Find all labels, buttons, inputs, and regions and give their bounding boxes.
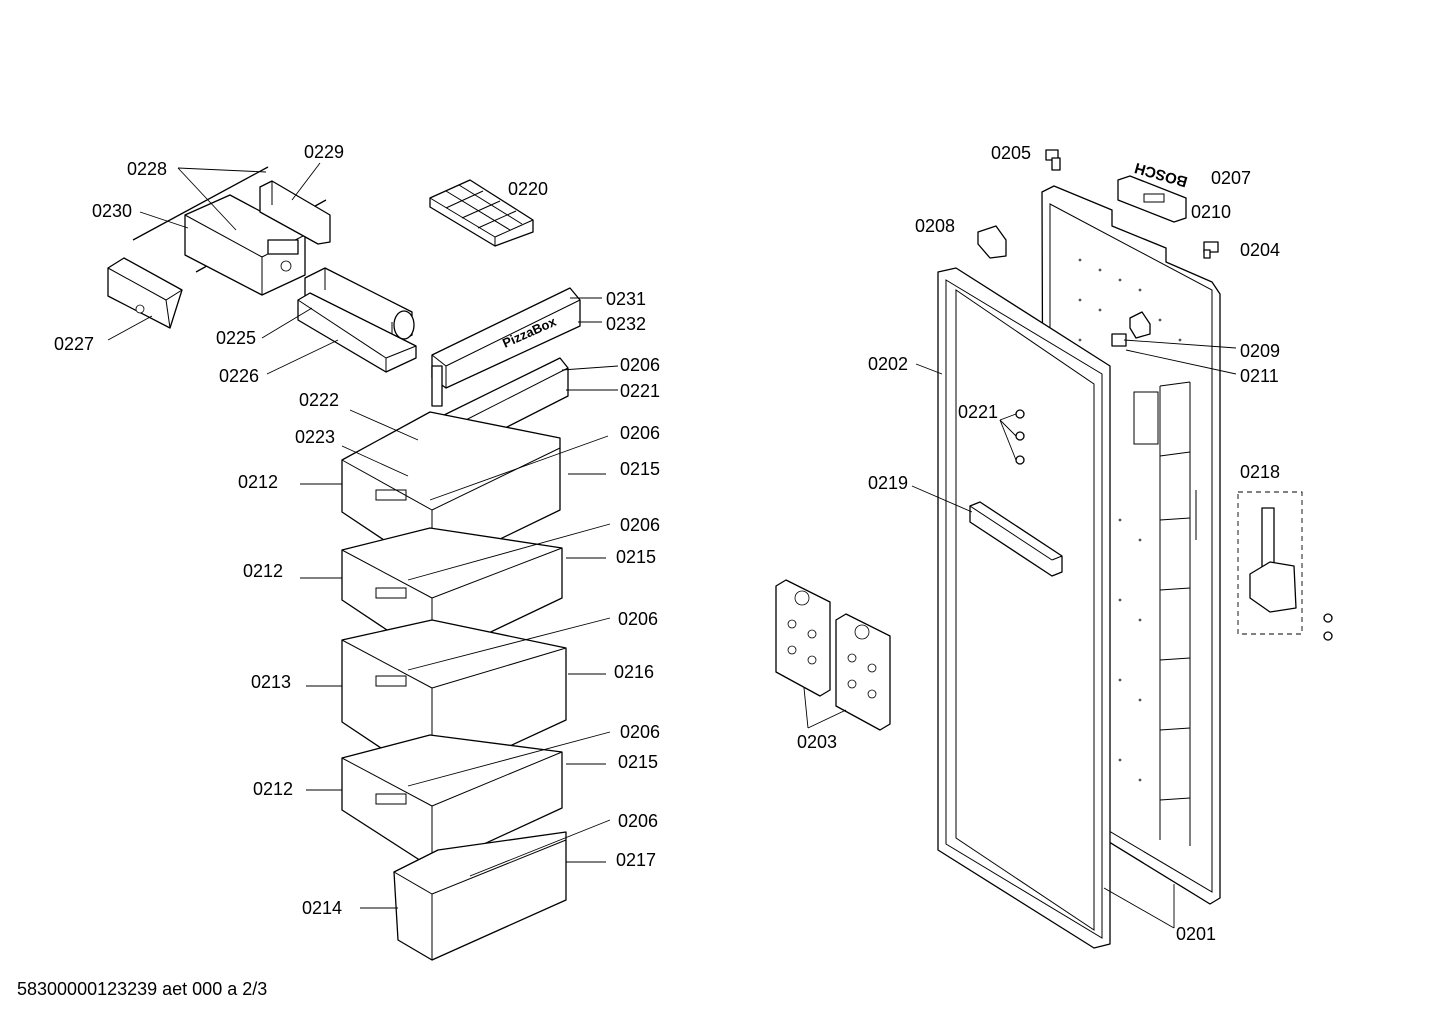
- label-0230: 0230: [92, 201, 132, 221]
- label-0217: 0217: [616, 850, 656, 870]
- door-handle: [969, 501, 1063, 577]
- label-0223: 0223: [295, 427, 335, 447]
- cold-pack-1: [775, 579, 831, 697]
- ice-bin: [297, 292, 417, 373]
- bottom-hinge-clip: [1203, 241, 1219, 259]
- label-0215: 0215: [620, 459, 660, 479]
- label-0227: 0227: [54, 334, 94, 354]
- label-0213: 0213: [251, 672, 291, 692]
- label-0225: 0225: [216, 328, 256, 348]
- label-0221: 0221: [958, 402, 998, 422]
- label-0208: 0208: [915, 216, 955, 236]
- label-0207: 0207: [1211, 168, 1251, 188]
- label-0206: 0206: [620, 515, 660, 535]
- label-0220: 0220: [508, 179, 548, 199]
- label-0222: 0222: [299, 390, 339, 410]
- part-labels-left: 0228 0229 0230 0220 0227 0225 0226 0231 …: [54, 142, 660, 918]
- label-0203: 0203: [797, 732, 837, 752]
- label-0212: 0212: [238, 472, 278, 492]
- ice-cube-tray: [429, 179, 534, 247]
- label-0206: 0206: [618, 811, 658, 831]
- ice-tray-auto: [304, 267, 415, 346]
- leader-lines-right: [803, 339, 1237, 929]
- label-0201: 0201: [1176, 924, 1216, 944]
- label-0221: 0221: [620, 381, 660, 401]
- ice-maker-cover: [259, 180, 331, 245]
- brand-badge: [1117, 175, 1187, 223]
- label-0206: 0206: [620, 722, 660, 742]
- hinge-assembly: [1237, 491, 1333, 641]
- part-labels-right: 0205 0207 0210 0208 0204 0209 0211 0202 …: [797, 143, 1280, 944]
- label-0231: 0231: [606, 289, 646, 309]
- label-0211: 0211: [1240, 366, 1279, 386]
- door-gasket: [937, 267, 1111, 949]
- label-0215: 0215: [616, 547, 656, 567]
- label-0215: 0215: [618, 752, 658, 772]
- label-0204: 0204: [1240, 240, 1280, 260]
- drawer-2: [341, 527, 563, 661]
- top-hinge-clip: [1045, 149, 1061, 171]
- label-0216: 0216: [614, 662, 654, 682]
- label-0209: 0209: [1240, 341, 1280, 361]
- label-0232: 0232: [606, 314, 646, 334]
- label-0229: 0229: [304, 142, 344, 162]
- label-0206: 0206: [620, 355, 660, 375]
- cover-cap: [977, 225, 1007, 259]
- label-0212: 0212: [243, 561, 283, 581]
- label-0214: 0214: [302, 898, 342, 918]
- document-footer-id: 58300000123239 aet 000 a 2/3: [17, 979, 268, 999]
- label-0228: 0228: [127, 159, 167, 179]
- label-0205: 0205: [991, 143, 1031, 163]
- leader-lines-left: [107, 162, 619, 909]
- label-0206: 0206: [618, 609, 658, 629]
- label-0202: 0202: [868, 354, 908, 374]
- pizza-box-flap: PizzaBox: [431, 287, 581, 407]
- label-0226: 0226: [219, 366, 259, 386]
- label-0210: 0210: [1191, 202, 1231, 222]
- bracket-clip: [1111, 311, 1151, 347]
- label-0212: 0212: [253, 779, 293, 799]
- drawer-3: [341, 619, 567, 783]
- control-box: [107, 257, 183, 329]
- label-0206: 0206: [620, 423, 660, 443]
- label-0218: 0218: [1240, 462, 1280, 482]
- drawer-4: [341, 734, 563, 869]
- drawer-5: [393, 831, 567, 961]
- cold-pack-2: [835, 613, 891, 731]
- label-0219: 0219: [868, 473, 908, 493]
